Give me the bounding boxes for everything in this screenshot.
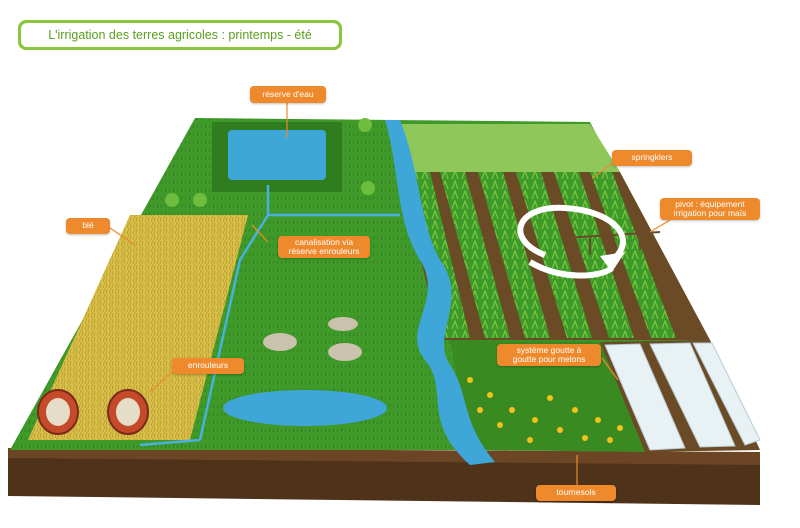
rotation-arrow-icon: [517, 204, 626, 279]
cows: [263, 317, 362, 361]
greenhouses: [600, 340, 761, 452]
wheat-field: [28, 215, 248, 440]
title-banner: L'irrigation des terres agricoles : prin…: [18, 20, 342, 50]
pivot-arm: [564, 231, 661, 255]
reservoir: [212, 122, 342, 192]
label-springklers: springklers: [612, 150, 692, 166]
label-reserve: réserve d'eau: [250, 86, 326, 103]
meadow: [395, 124, 620, 172]
trees: [165, 118, 375, 207]
page-title: L'irrigation des terres agricoles : prin…: [21, 23, 339, 47]
hose-reels: [37, 389, 149, 435]
pond: [223, 390, 387, 426]
river: [385, 120, 495, 465]
soil-top-edge: [8, 448, 760, 465]
label-goutte: système goutte à goutte pour melons: [497, 344, 601, 366]
sunflower-field: [450, 340, 645, 452]
label-canalisation: canalisation via réserve enrouleurs: [278, 236, 370, 258]
label-pivot: pivot : équipement irrigation pour maïs: [660, 198, 760, 220]
label-tournesols: tournesols: [536, 485, 616, 501]
label-enrouleurs: enrouleurs: [172, 358, 244, 374]
label-ble: blé: [66, 218, 110, 234]
irrigation-pipes: [139, 185, 400, 447]
